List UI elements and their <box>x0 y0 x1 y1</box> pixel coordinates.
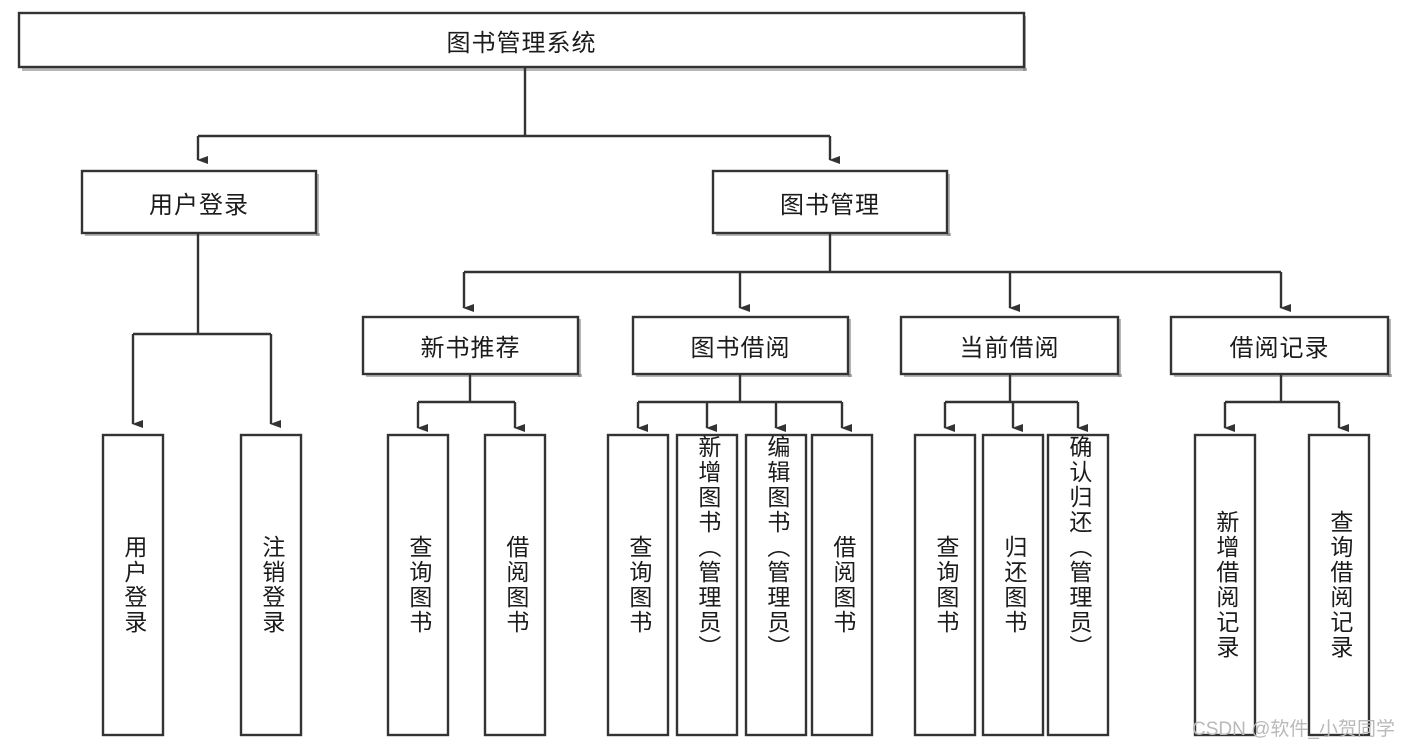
node-new-book-recommend[interactable] <box>361 315 580 376</box>
node-root[interactable] <box>17 11 1026 69</box>
node-book-borrow[interactable] <box>631 315 850 376</box>
node-leaf-query-record[interactable] <box>1307 433 1371 737</box>
node-leaf-add-record[interactable] <box>1193 433 1257 737</box>
node-leaf-query-book-1[interactable] <box>386 433 450 737</box>
node-borrow-record[interactable] <box>1169 315 1390 376</box>
node-book-management[interactable] <box>711 169 949 235</box>
node-leaf-edit-book[interactable] <box>744 433 808 737</box>
node-user-login[interactable] <box>80 169 318 235</box>
node-leaf-user-login[interactable] <box>101 433 165 737</box>
node-leaf-query-book-3[interactable] <box>913 433 977 737</box>
node-leaf-return-book[interactable] <box>981 433 1045 737</box>
node-boxes <box>17 11 1390 737</box>
node-leaf-borrow-book-1[interactable] <box>483 433 547 737</box>
node-leaf-add-book[interactable] <box>675 433 739 737</box>
connector-edges <box>131 67 1349 432</box>
node-leaf-confirm-return[interactable] <box>1046 433 1110 737</box>
node-leaf-query-book-2[interactable] <box>606 433 670 737</box>
node-leaf-logout-login[interactable] <box>239 433 303 737</box>
node-leaf-borrow-book-2[interactable] <box>810 433 874 737</box>
node-current-borrow[interactable] <box>899 315 1120 376</box>
